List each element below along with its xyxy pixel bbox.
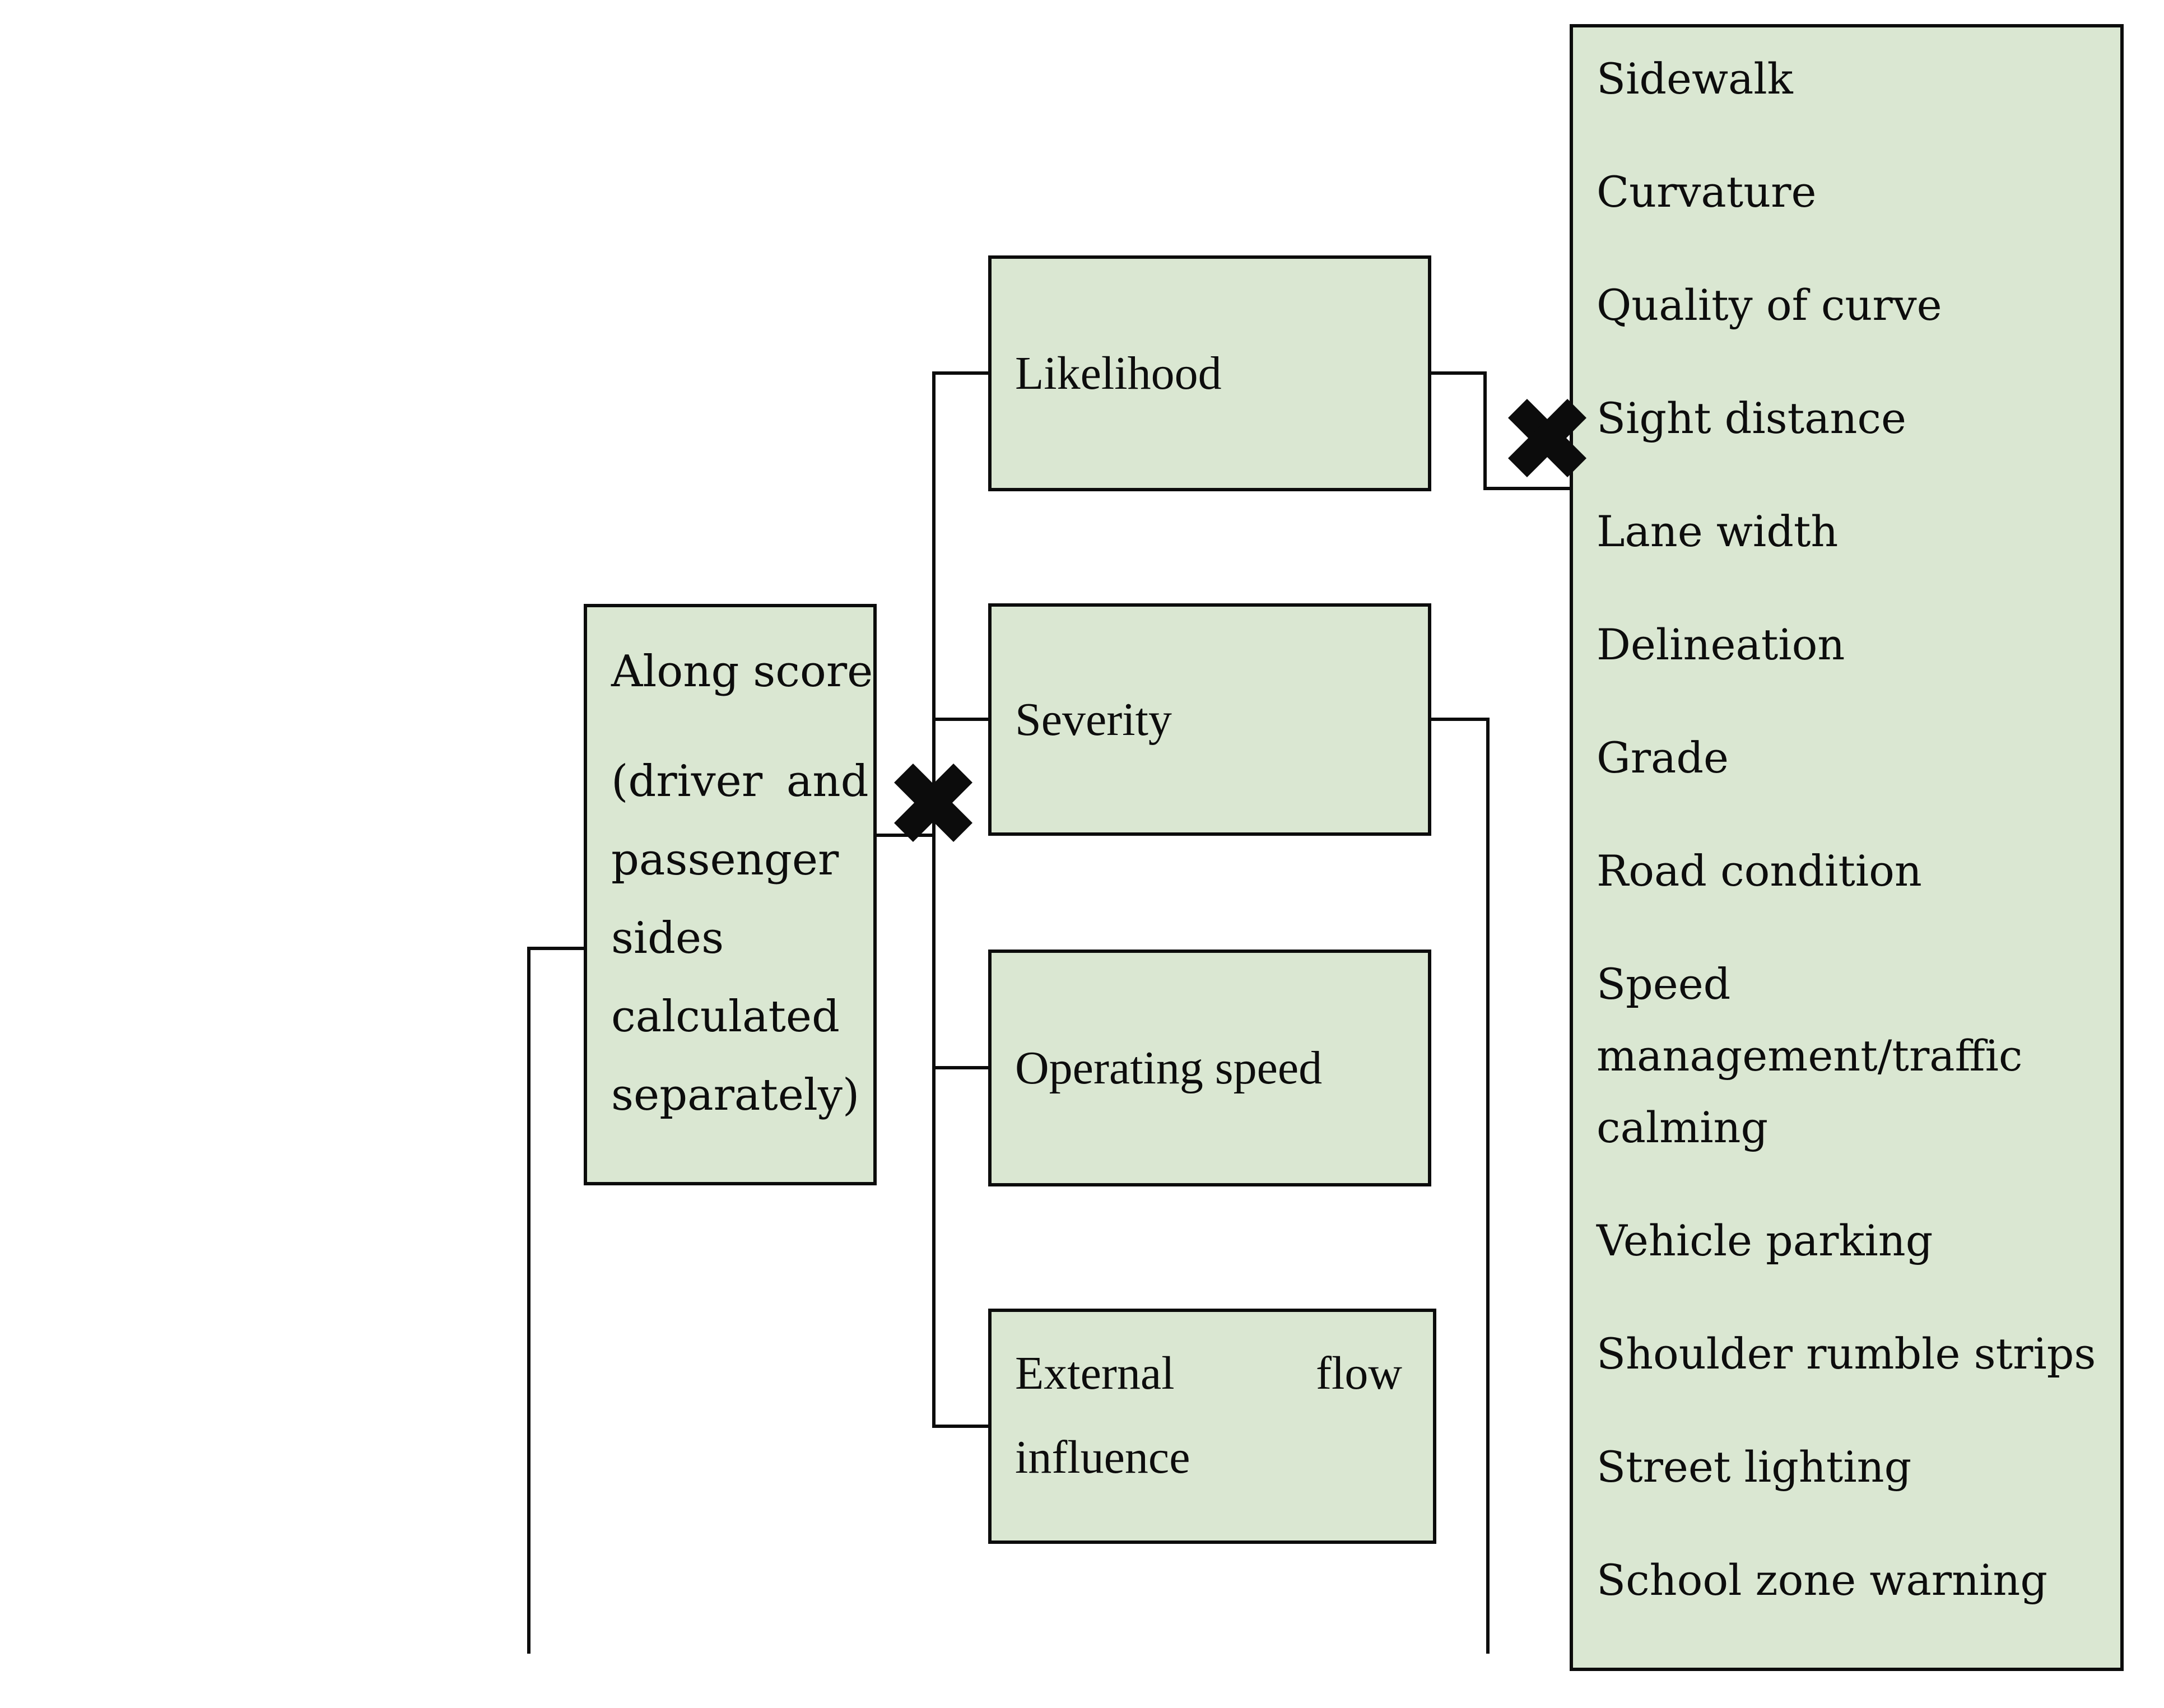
severity-box: Severity xyxy=(988,603,1431,836)
multiply-icon-left xyxy=(893,763,973,843)
road-attribute-item: Delineation xyxy=(1597,620,1845,669)
road-attribute-item: Quality of curve xyxy=(1597,280,1942,330)
road-attribute-item: Sidewalk xyxy=(1597,54,1793,104)
along-score-subtitle: (driver and passenger sides calculated s… xyxy=(611,742,869,1134)
external-flow-word-left: External xyxy=(1015,1347,1175,1399)
connector-along-to-trunk xyxy=(876,834,936,837)
connector-along-left-horizontal xyxy=(527,947,587,950)
operating-speed-label: Operating speed xyxy=(1015,1041,1323,1094)
along-score-subtitle-line: separately) xyxy=(611,1070,860,1120)
external-flow-influence-box: External flow influence xyxy=(988,1309,1436,1544)
road-attribute-item: Street lighting xyxy=(1597,1442,1912,1492)
along-score-subtitle-line: (driver and xyxy=(611,756,869,807)
connector-likelihood-exit xyxy=(1430,371,1487,375)
road-attribute-item: Vehicle parking xyxy=(1597,1216,1933,1265)
road-attribute-item: School zone warning xyxy=(1597,1555,2047,1605)
along-score-subtitle-line: calculated xyxy=(611,992,840,1042)
along-score-title: Along score xyxy=(611,646,873,697)
along-score-box: Along score (driver and passenger sides … xyxy=(584,604,877,1185)
connector-branch-external-flow xyxy=(932,1425,990,1428)
connector-branch-operating-speed xyxy=(932,1066,990,1069)
operating-speed-box: Operating speed xyxy=(988,950,1431,1186)
connector-likelihood-down xyxy=(1483,371,1487,490)
connector-likelihood-to-attributes xyxy=(1483,487,1573,490)
road-attribute-item: Shoulder rumble strips xyxy=(1597,1329,2096,1379)
along-score-subtitle-line: sides xyxy=(611,913,724,964)
connector-along-left-drop xyxy=(527,947,530,1654)
road-attribute-item: Speed management/traffic calming xyxy=(1597,959,2023,1152)
connector-trunk xyxy=(932,371,936,1428)
external-flow-line2: influence xyxy=(1015,1431,1190,1483)
likelihood-label: Likelihood xyxy=(1015,347,1222,399)
multiply-icon-right xyxy=(1507,398,1587,478)
road-attribute-item: Sight distance xyxy=(1597,393,1906,443)
road-attribute-item: Lane width xyxy=(1597,506,1839,556)
connector-branch-likelihood xyxy=(932,371,990,375)
external-flow-line1: External flow xyxy=(1015,1332,1402,1416)
likelihood-box: Likelihood xyxy=(988,255,1431,491)
connector-branch-severity xyxy=(932,718,990,721)
along-score-subtitle-line: passenger xyxy=(611,835,839,885)
external-flow-word-right: flow xyxy=(1316,1347,1402,1399)
connector-severity-exit xyxy=(1430,718,1490,721)
road-attribute-item: Curvature xyxy=(1597,167,1817,217)
road-attribute-item: Grade xyxy=(1597,733,1729,783)
road-attribute-item: Road condition xyxy=(1597,846,1922,896)
severity-label: Severity xyxy=(1015,693,1172,746)
connector-severity-drop xyxy=(1486,718,1490,1654)
